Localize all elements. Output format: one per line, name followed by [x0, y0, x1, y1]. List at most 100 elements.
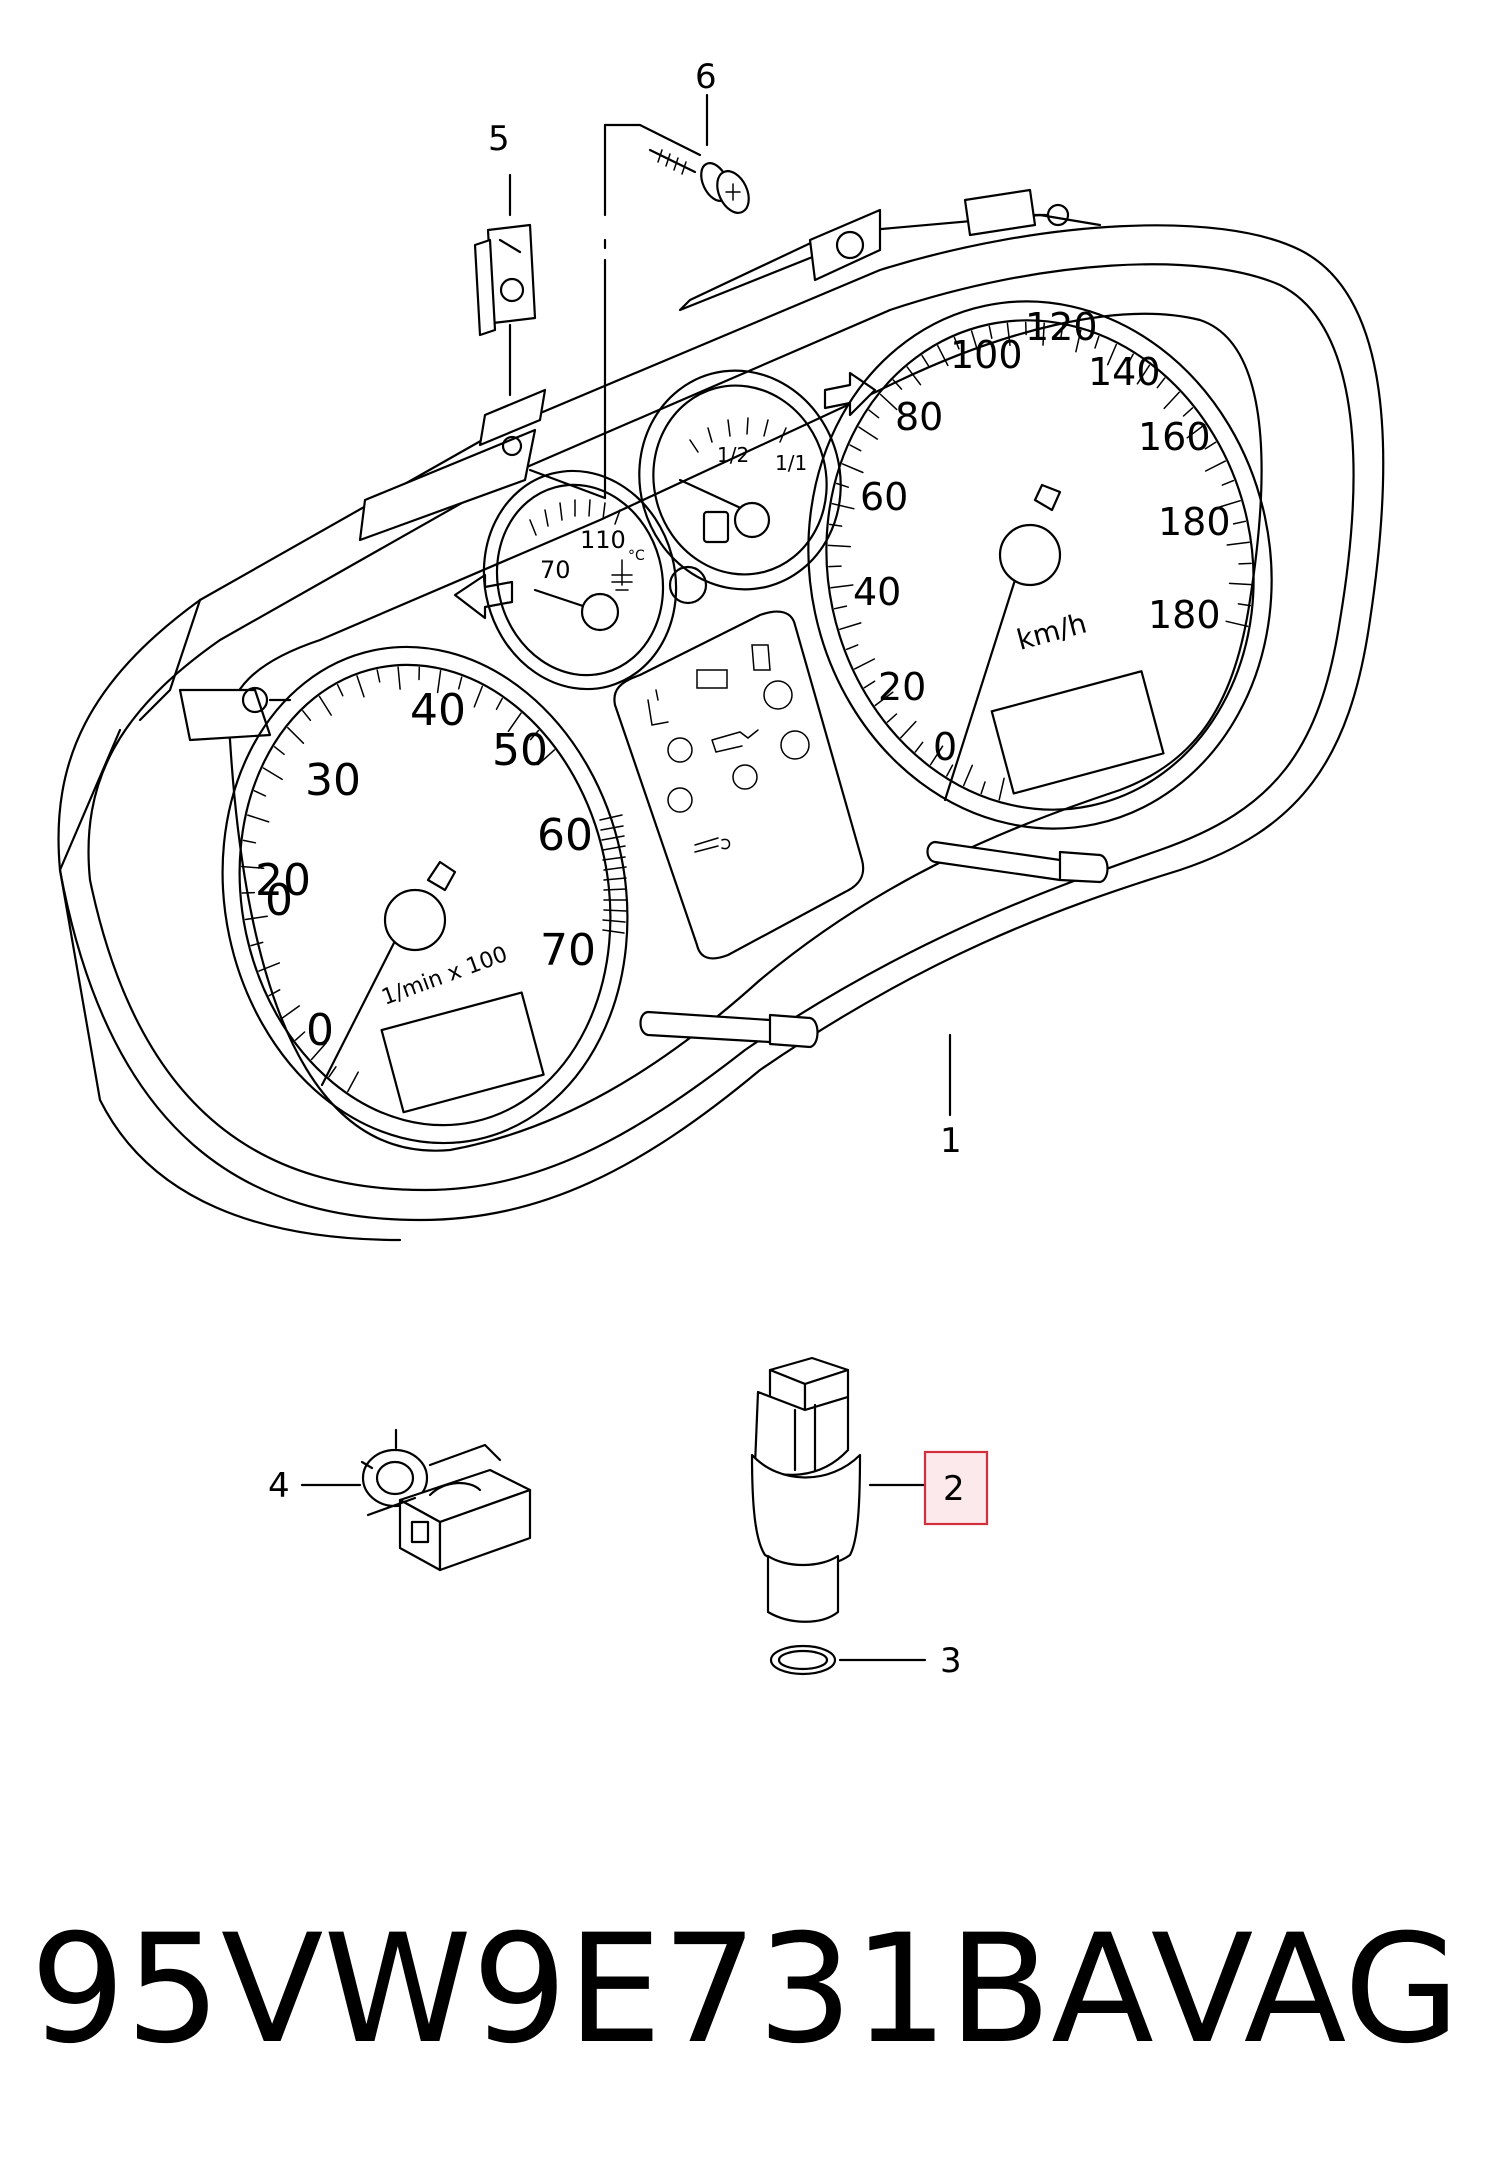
gauge-tick — [537, 749, 556, 766]
reset-pin-left — [639, 1010, 819, 1049]
manufacturer-name: VAG — [1150, 1903, 1460, 2077]
gauge-tick — [874, 691, 894, 707]
gauge-tick — [831, 502, 855, 510]
temp-unit: °C — [628, 548, 645, 564]
gauge-tick — [1042, 322, 1045, 346]
cable-clamp-part-4 — [360, 1428, 532, 1572]
gauge-tick — [280, 1005, 301, 1020]
callout-4: 4 — [268, 1466, 290, 1506]
brake-warning-icon — [763, 680, 793, 710]
gauge-tick — [1221, 479, 1235, 486]
tach-label: 0 — [306, 1005, 334, 1056]
gauge-tick — [1228, 582, 1253, 586]
gauge-tick — [953, 336, 960, 350]
gauge-tick — [858, 426, 879, 440]
gauge-tick — [1237, 603, 1252, 607]
fuel-label-full: 1/1 — [775, 451, 807, 475]
tach-needle-hub — [383, 888, 447, 952]
tach-label: 50 — [492, 725, 548, 776]
gauge-tick — [970, 330, 979, 353]
retaining-clip-part-5 — [473, 223, 537, 397]
gauge-tick — [853, 658, 876, 670]
gauge-tick — [457, 676, 463, 690]
gauge-tick — [998, 777, 1005, 801]
tach-label: 70 — [540, 925, 596, 976]
gauge-tick — [892, 379, 903, 390]
gauge-tick — [839, 622, 862, 631]
gauge-tick — [473, 685, 484, 708]
oil-pressure-icon — [711, 729, 759, 753]
speedo-label: 180 — [1158, 500, 1231, 544]
callout-3: 3 — [940, 1641, 962, 1681]
part-number-footer: 95VW9E731BA VAG — [30, 1890, 1460, 2090]
gauge-tick — [250, 941, 264, 947]
gauge-tick — [1186, 423, 1206, 439]
reset-pin-right — [926, 840, 1109, 884]
gauge-tick — [937, 345, 949, 367]
gauge-tick — [1136, 364, 1151, 385]
gauge-tick — [1006, 322, 1011, 347]
gauge-tick — [247, 814, 270, 823]
gauge-tick — [262, 767, 283, 781]
gauge-tick — [347, 1071, 359, 1093]
warning-light-panel — [613, 610, 865, 960]
gauge-tick — [1204, 441, 1217, 450]
gauge-tick — [828, 565, 842, 568]
gauge-tick — [914, 741, 924, 753]
speedo-needle-hub — [998, 523, 1062, 587]
screw-part-6 — [648, 148, 750, 214]
gauge-tick — [336, 684, 344, 697]
gauge-tick — [863, 680, 876, 689]
callout-5: 5 — [488, 119, 510, 159]
gauge-tick — [841, 463, 864, 474]
gauge-tick — [1182, 407, 1194, 417]
gauge-tick — [495, 697, 503, 710]
gauge-tick — [240, 865, 265, 870]
speedo-label: 100 — [950, 333, 1023, 377]
gauge-tick — [830, 584, 854, 589]
gauge-tick — [287, 726, 305, 744]
gauge-tick — [879, 393, 898, 411]
speedo-label: 120 — [1025, 305, 1098, 349]
gauge-tick — [835, 482, 850, 488]
gauge-tick — [845, 644, 859, 651]
gauge-tick — [1226, 541, 1250, 546]
gauge-tick — [906, 366, 922, 386]
gauge-tick — [1225, 620, 1249, 628]
gauge-tick — [1163, 391, 1180, 410]
tach-label: 60 — [537, 810, 593, 861]
gauge-tick — [1238, 562, 1252, 565]
gauge-tick — [929, 745, 944, 766]
gauge-tick — [1204, 460, 1227, 472]
tach-redline-ticks — [599, 814, 627, 934]
abs-warning-icon — [780, 730, 810, 760]
temp-needle-hub — [580, 592, 620, 632]
gauge-tick — [302, 710, 312, 722]
gauge-tick — [242, 839, 257, 844]
callout-2-highlight-box — [923, 1450, 989, 1526]
gauge-tick — [328, 1066, 337, 1078]
fuel-pump-icon — [702, 510, 730, 544]
gauge-tick — [1075, 329, 1082, 353]
fuel-label-half: 1/2 — [717, 443, 749, 467]
speedo-label: 60 — [860, 475, 908, 519]
temp-label-high: 110 — [580, 526, 626, 554]
gauge-tick — [946, 764, 954, 777]
fuel-needle-hub — [733, 501, 771, 539]
callout-6: 6 — [695, 57, 717, 97]
gauge-tick — [833, 605, 848, 610]
gauge-tick — [244, 915, 268, 921]
gauge-tick — [273, 746, 285, 756]
tach-display-window — [380, 991, 545, 1114]
gauge-tick — [827, 544, 852, 548]
tach-label: 20 — [255, 855, 311, 906]
gauge-tick — [849, 444, 862, 452]
speedo-display-window — [990, 670, 1165, 795]
callout-1: 1 — [940, 1121, 962, 1161]
speedo-label: 80 — [895, 395, 943, 439]
gauge-tick — [294, 1031, 306, 1041]
gauge-tick — [921, 354, 930, 367]
speedometer-gauge: 0 20 40 60 80 100 120 140 160 180 180 km… — [807, 300, 1273, 830]
gauge-tick — [1060, 325, 1064, 339]
gauge-tick — [529, 729, 540, 741]
